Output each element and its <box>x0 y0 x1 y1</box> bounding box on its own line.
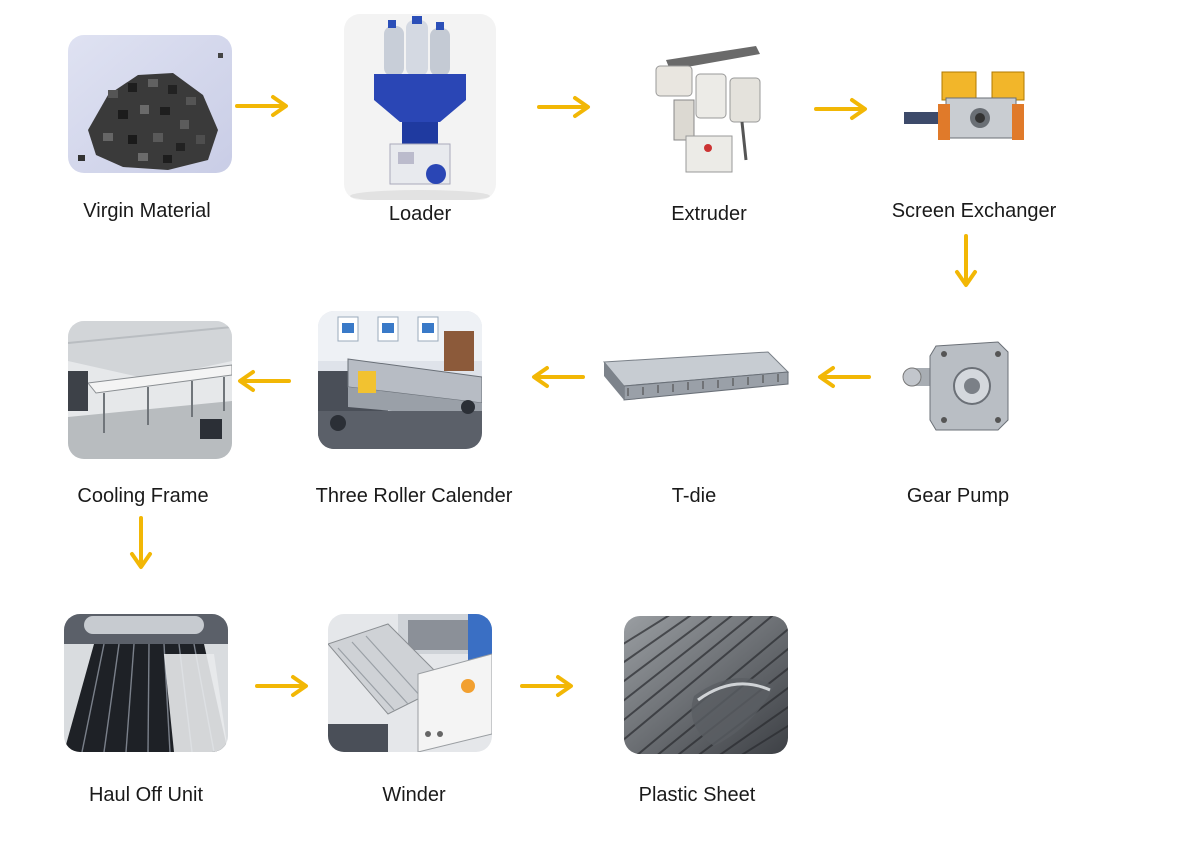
arrow-right <box>814 97 870 121</box>
t-die-image <box>598 342 794 410</box>
screen-exchanger-image <box>900 66 1028 146</box>
t-die-icon <box>598 342 794 410</box>
step-label: T-die <box>671 485 717 507</box>
arrow-left <box>235 369 291 393</box>
gear-pump-image <box>900 334 1016 434</box>
arrow-right <box>235 94 291 118</box>
plastic-sheet-image <box>624 616 788 754</box>
step-label: Virgin Material <box>83 200 211 222</box>
gear-pump-icon <box>900 334 1016 434</box>
step-label: Cooling Frame <box>77 485 209 507</box>
loader-machine-icon <box>344 14 496 200</box>
arrow-down <box>129 516 153 572</box>
cooling-frame-image <box>68 321 232 459</box>
step-label: Gear Pump <box>906 485 1010 507</box>
step-label: Haul Off Unit <box>88 784 204 806</box>
screen-exchanger-icon <box>900 66 1028 146</box>
calender-machine-icon <box>318 311 482 449</box>
pellets-icon <box>68 35 232 173</box>
arrow-right <box>255 674 311 698</box>
arrow-left <box>815 365 871 389</box>
step-label: Winder <box>382 784 446 806</box>
arrow-right <box>520 674 576 698</box>
loader-image <box>344 14 496 200</box>
step-label: Three Roller Calender <box>315 485 513 507</box>
haul-off-unit-image <box>64 614 228 752</box>
arrow-right <box>537 95 593 119</box>
step-label: Plastic Sheet <box>638 784 756 806</box>
haul-off-unit-icon <box>64 614 228 752</box>
winder-machine-icon <box>328 614 492 752</box>
extruder-machine-icon <box>646 40 770 178</box>
plastic-sheet-icon <box>624 616 788 754</box>
step-label: Extruder <box>671 203 747 225</box>
extruder-image <box>646 40 770 178</box>
virgin-material-image <box>68 35 232 173</box>
step-label: Loader <box>388 203 452 225</box>
step-label: Screen Exchanger <box>891 200 1057 222</box>
winder-image <box>328 614 492 752</box>
cooling-frame-icon <box>68 321 232 459</box>
three-roller-calender-image <box>318 311 482 449</box>
arrow-left <box>529 365 585 389</box>
arrow-down <box>954 234 978 290</box>
